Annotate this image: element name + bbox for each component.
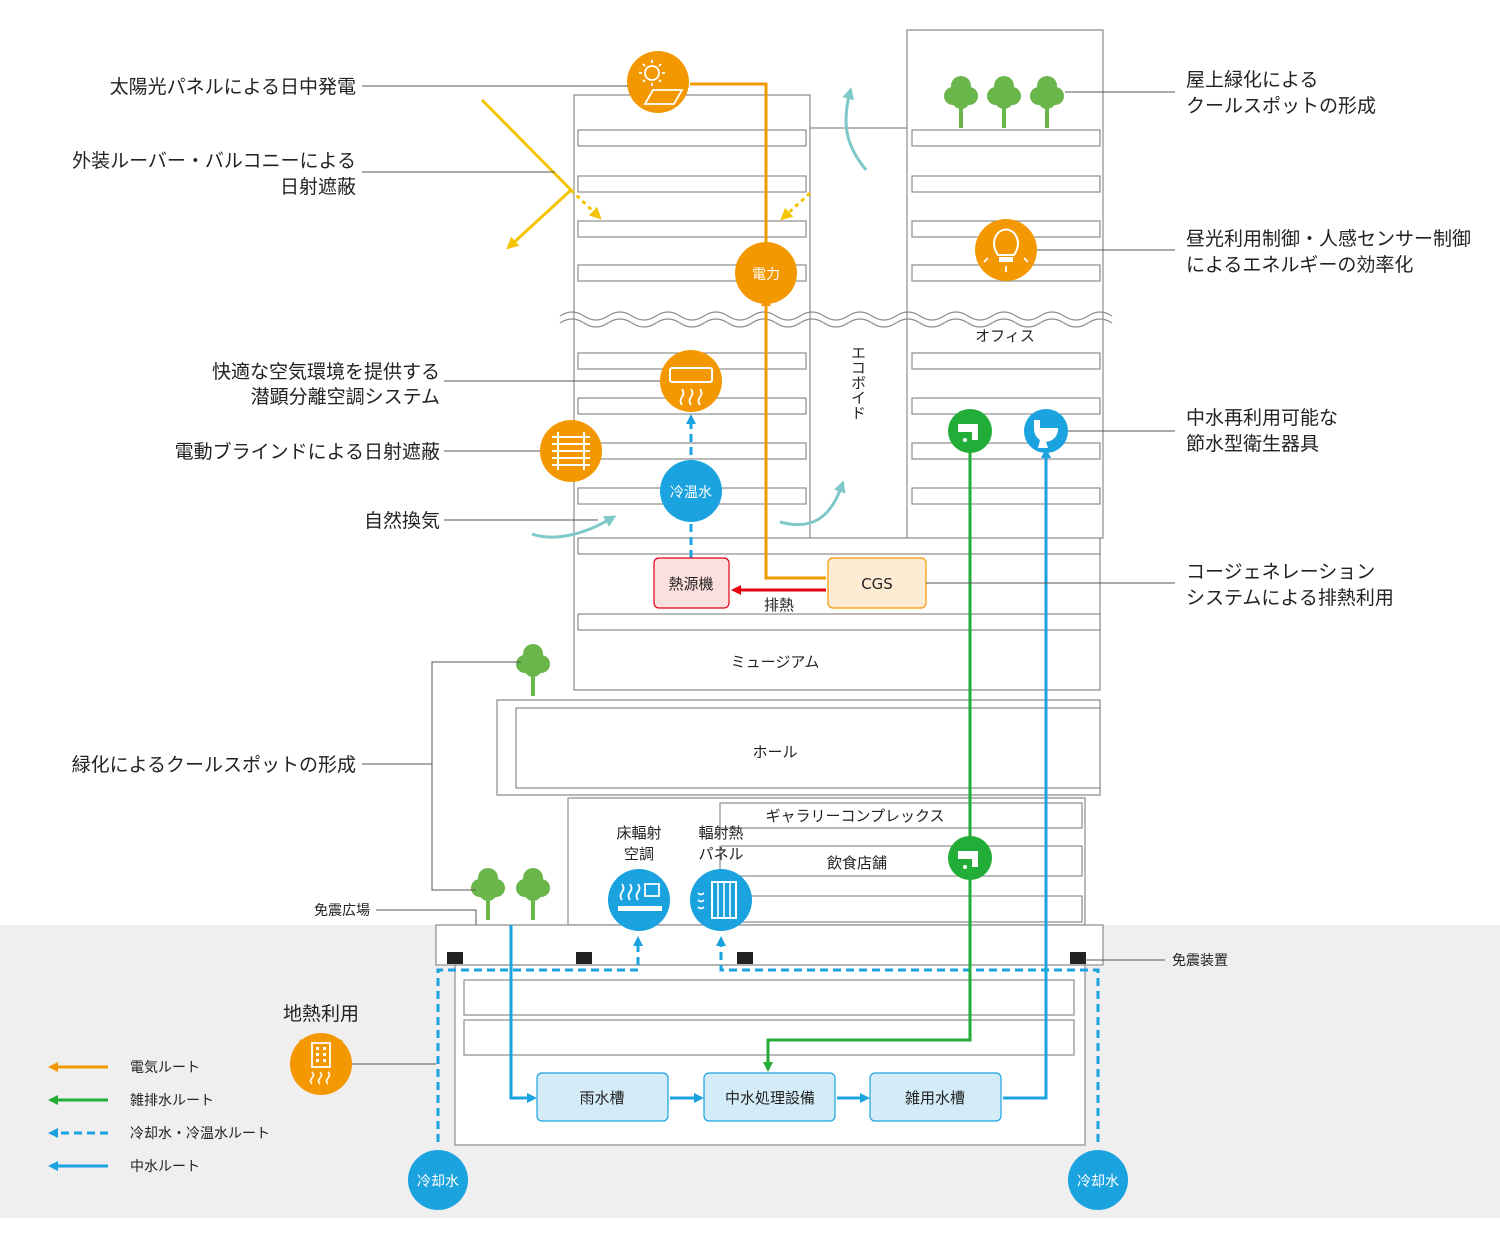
gray-water-route <box>509 448 1051 1103</box>
cold-hot-water-node: 冷温水 <box>660 460 722 522</box>
callout-latent-line1: 快適な空気環境を提供する <box>212 361 440 383</box>
callout-leaders <box>352 85 1175 1065</box>
heat-source-box: 熱源機 <box>653 557 730 609</box>
light-bulb-icon <box>975 219 1037 281</box>
legend-item-drain: 雑排水ルート <box>48 1093 214 1109</box>
svg-text:雑排水ルート: 雑排水ルート <box>130 1093 214 1109</box>
callout-geothermal: 地熱利用 <box>283 1003 359 1025</box>
svg-text:雨水槽: 雨水槽 <box>579 1089 624 1107</box>
svg-text:冷却水: 冷却水 <box>1077 1174 1119 1190</box>
svg-text:電力: 電力 <box>752 267 780 283</box>
legend-item-cooling-water: 冷却水・冷温水ルート <box>48 1126 270 1142</box>
floor-radiant-icon <box>608 869 670 931</box>
drain-route <box>763 452 972 1072</box>
power-node: 電力 <box>735 242 797 304</box>
faucet-icon <box>948 836 992 880</box>
space-museum: ミュージアム <box>731 653 820 671</box>
blind-icon <box>540 420 602 482</box>
callout-cogen-line2: システムによる排熱利用 <box>1186 587 1394 609</box>
svg-text:冷却水: 冷却水 <box>417 1174 459 1190</box>
space-gallery: ギャラリーコンプレックス <box>765 807 944 825</box>
electric-route <box>690 82 826 580</box>
callout-latent-line2: 潜顕分離空調システム <box>251 386 440 408</box>
cgs-box: CGS <box>827 557 927 609</box>
section-break <box>559 311 1113 321</box>
misc-water-tank-box: 雑用水槽 <box>869 1072 1002 1122</box>
svg-text:電気ルート: 電気ルート <box>130 1060 200 1076</box>
legend-item-electric: 電気ルート <box>48 1060 200 1076</box>
callout-water-saving-line1: 中水再利用可能な <box>1186 407 1338 429</box>
svg-text:中水ルート: 中水ルート <box>130 1159 200 1175</box>
legend: 電気ルート 雑排水ルート 冷却水・冷温水ルート 中水ルート <box>48 1060 270 1175</box>
callout-water-saving-line2: 節水型衛生器具 <box>1186 433 1319 455</box>
callout-louver-line2: 日射遮蔽 <box>280 176 356 198</box>
callout-natural-vent: 自然換気 <box>364 510 440 532</box>
callout-blind: 電動ブラインドによる日射遮蔽 <box>175 440 440 463</box>
callout-rooftop-line2: クールスポットの形成 <box>1186 95 1376 117</box>
radiant-panel-icon <box>690 869 752 931</box>
rain-tank-box: 雨水槽 <box>536 1072 669 1122</box>
callout-radiant-panel-line2: パネル <box>698 845 743 863</box>
callout-radiant-panel-line1: 輻射熱 <box>698 824 743 842</box>
gray-water-plant-box: 中水処理設備 <box>703 1072 836 1122</box>
space-hall: ホール <box>752 743 797 761</box>
seismic-isolators <box>447 952 1086 964</box>
svg-text:CGS: CGS <box>861 575 893 593</box>
space-restaurant: 飲食店舗 <box>827 854 887 872</box>
callout-seismic-plaza: 免震広場 <box>314 903 370 919</box>
callout-louver-line1: 外装ルーバー・バルコニーによる <box>72 150 356 172</box>
callout-cogen-line1: コージェネレーション <box>1186 561 1375 583</box>
airflow <box>531 87 868 539</box>
svg-text:雑用水槽: 雑用水槽 <box>905 1089 965 1107</box>
cold-hot-water-route <box>436 414 1100 1142</box>
svg-text:冷温水: 冷温水 <box>670 485 712 501</box>
callout-floor-radiant-line2: 空調 <box>624 845 654 863</box>
svg-text:熱源機: 熱源機 <box>668 575 713 593</box>
space-office: オフィス <box>975 327 1035 345</box>
svg-text:冷却水・冷温水ルート: 冷却水・冷温水ルート <box>130 1126 270 1142</box>
toilet-icon <box>1024 409 1068 453</box>
building-section <box>435 29 1104 1146</box>
callout-greening: 緑化によるクールスポットの形成 <box>72 754 356 776</box>
callout-solar: 太陽光パネルによる日中発電 <box>110 76 356 98</box>
callout-floor-radiant-line1: 床輻射 <box>616 824 661 842</box>
callout-daylight-line1: 昼光利用制御・人感センサー制御 <box>1186 228 1471 250</box>
sun-rays <box>480 98 812 250</box>
space-eco-void: エコボイド <box>849 345 867 420</box>
geothermal-icon <box>290 1033 352 1095</box>
sun-panel-icon <box>627 51 689 113</box>
svg-text:中水処理設備: 中水処理設備 <box>725 1089 815 1107</box>
cooling-water-left-node: 冷却水 <box>408 1150 468 1210</box>
callout-seismic-device: 免震装置 <box>1172 953 1228 969</box>
exhaust-heat-label: 排熱 <box>764 596 794 614</box>
callout-daylight-line2: によるエネルギーの効率化 <box>1186 254 1413 276</box>
callout-rooftop-line1: 屋上緑化による <box>1186 69 1318 91</box>
cooling-water-right-node: 冷却水 <box>1068 1150 1128 1210</box>
legend-item-gray-water: 中水ルート <box>48 1159 200 1175</box>
faucet-icon <box>948 409 992 453</box>
aircon-icon <box>660 350 722 412</box>
